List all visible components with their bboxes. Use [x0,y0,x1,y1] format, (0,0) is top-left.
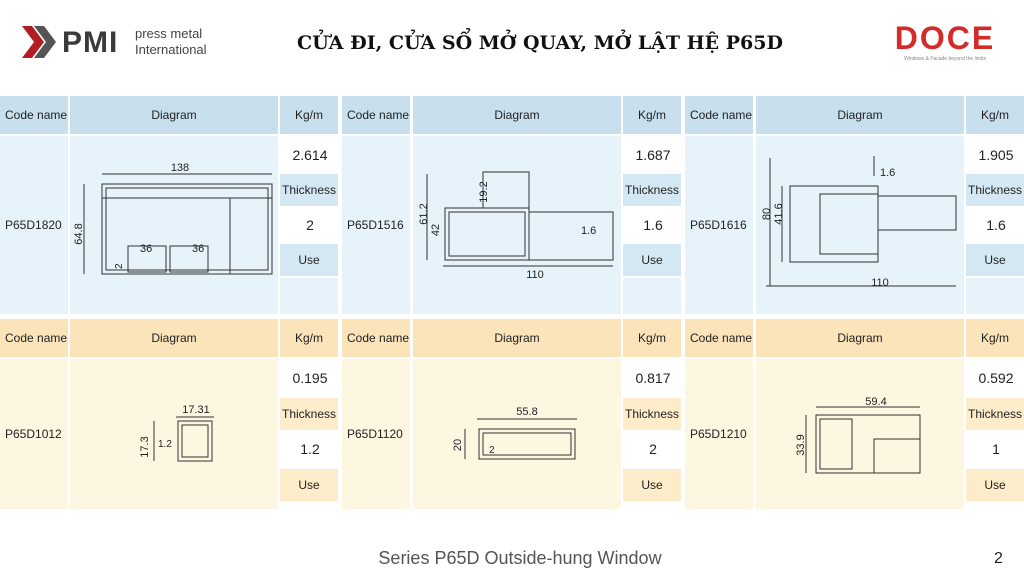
pmi-logo-icon [22,26,56,58]
kgm-value: 1.687 [627,140,679,170]
code-name: P65D1516 [342,136,410,314]
page-number: 2 [994,550,1003,567]
profile-diagram: 59.4 33.9 [756,359,964,509]
doce-brand: DOCE [894,20,996,56]
pmi-brand: PMI [62,26,119,59]
dim-label: 2 [489,445,495,456]
dim-label: 41.6 [773,203,785,224]
pmi-line2: International [135,42,207,57]
kgm-header: Kg/m [280,96,338,134]
footer-caption: Series P65D Outside-hung Window [378,548,662,568]
code-name-header: Code name [0,96,68,134]
header: PMI press metal International CỬA ĐI, CỬ… [0,0,1024,90]
kgm-header: Kg/m [966,319,1024,357]
profile-diagram: 17.31 17.3 1.2 [70,359,278,509]
code-name: P65D1616 [685,136,753,314]
dim-label: 36 [192,243,204,255]
profile-drawing-p65d1616: 80 41.6 1.6 110 [761,156,957,289]
dim-label: 110 [871,277,889,289]
diagram-header: Diagram [413,96,621,134]
use-value [966,278,1024,314]
kgm-value: 2.614 [284,140,336,170]
code-name: P65D1210 [685,359,753,509]
dim-label: 17.31 [182,404,210,416]
dim-label: 59.4 [865,396,886,408]
use-label: Use [280,469,338,501]
profile-diagram: 61.2 42 19.2 1.6 110 [413,136,621,314]
code-name-header: Code name [342,319,410,357]
doce-tagline: Windows & Facade beyond the limits [904,56,986,62]
diagram-header: Diagram [70,319,278,357]
kgm-header: Kg/m [280,319,338,357]
dim-label: 55.8 [516,406,537,418]
dim-label: 19.2 [478,181,490,202]
kgm-value: 1.905 [970,140,1022,170]
dim-label: 1.2 [158,439,172,450]
code-name-header: Code name [0,319,68,357]
diagram-header: Diagram [756,319,964,357]
code-name: P65D1120 [342,359,410,509]
profile-drawing-p65d1516: 61.2 42 19.2 1.6 110 [418,171,614,281]
kgm-value: 0.817 [627,363,679,393]
thickness-value: 1 [970,434,1022,464]
kgm-value: 0.195 [284,363,336,393]
doce-logo: DOCE Windows & Facade beyond the limits [880,20,1010,70]
dim-label: 20 [452,439,464,451]
code-name: P65D1012 [0,359,68,509]
diagram-header: Diagram [70,96,278,134]
dim-label: 1.6 [880,167,895,179]
pmi-line1: press metal [135,26,203,41]
thickness-label: Thickness [966,174,1024,206]
dim-label: 36 [140,243,152,255]
code-name: P65D1820 [0,136,68,314]
thickness-label: Thickness [623,174,681,206]
profile-diagram: 138 64.8 36 36 2 [70,136,278,314]
dim-label: 33.9 [795,434,807,455]
use-value [280,278,338,314]
dim-label: 138 [171,162,189,174]
thickness-value: 2 [284,210,336,240]
use-label: Use [280,244,338,276]
profile-drawing-p65d1820: 138 64.8 36 36 2 [73,162,273,275]
page-title: CỬA ĐI, CỬA SỔ MỞ QUAY, MỞ LẬT HỆ P65D [297,32,783,54]
dim-label: 1.6 [581,225,596,237]
kgm-header: Kg/m [623,319,681,357]
kgm-value: 0.592 [970,363,1022,393]
thickness-label: Thickness [280,174,338,206]
code-name-header: Code name [685,96,753,134]
use-label: Use [966,244,1024,276]
dim-label: 17.3 [139,436,151,457]
diagram-header: Diagram [413,319,621,357]
dim-label: 110 [526,269,544,281]
thickness-label: Thickness [623,398,681,430]
dim-label: 80 [761,208,773,220]
code-name-header: Code name [685,319,753,357]
thickness-value: 1.6 [627,210,679,240]
thickness-value: 1.2 [284,434,336,464]
thickness-value: 2 [627,434,679,464]
kgm-header: Kg/m [966,96,1024,134]
profile-drawing-p65d1210: 59.4 33.9 [795,396,921,474]
dim-label: 2 [114,263,125,269]
diagram-header: Diagram [756,96,964,134]
profile-diagram: 80 41.6 1.6 110 [756,136,964,314]
use-label: Use [623,469,681,501]
dim-label: 64.8 [73,223,85,244]
code-name-header: Code name [342,96,410,134]
profile-diagram: 55.8 20 2 [413,359,621,509]
profile-drawing-p65d1012: 17.31 17.3 1.2 [139,404,214,462]
dim-label: 42 [430,224,442,236]
dim-label: 61.2 [418,203,430,224]
use-label: Use [623,244,681,276]
thickness-label: Thickness [280,398,338,430]
use-label: Use [966,469,1024,501]
thickness-value: 1.6 [970,210,1022,240]
profile-drawing-p65d1120: 55.8 20 2 [452,406,577,460]
pmi-subtitle: press metal International [135,26,207,58]
thickness-label: Thickness [966,398,1024,430]
kgm-header: Kg/m [623,96,681,134]
use-value [623,278,681,314]
